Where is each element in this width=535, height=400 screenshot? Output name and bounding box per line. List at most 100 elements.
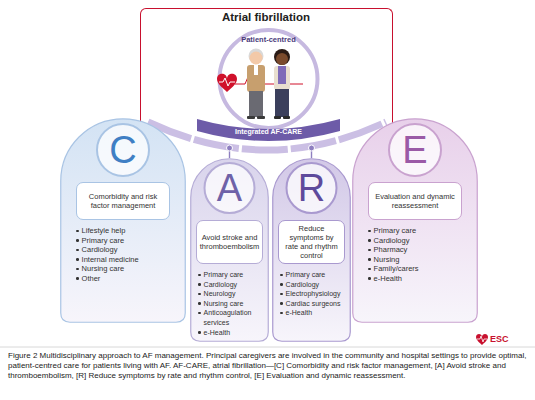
item-text: Lifestyle help: [82, 226, 126, 236]
bullet: [198, 293, 201, 296]
bullet: [368, 277, 371, 280]
bullet: [368, 268, 371, 271]
bullet: [198, 274, 201, 277]
list-item: Primary care: [368, 226, 470, 236]
item-text: Primary care: [374, 226, 417, 236]
heading-node: Comorbidity and risk factor management: [76, 182, 170, 220]
pillar-letter: A: [190, 166, 269, 210]
item-text: Neurology: [204, 289, 236, 299]
bullet: [76, 239, 79, 242]
list-item: e-Health: [368, 274, 470, 284]
item-list: Primary careCardiologyNeurologyNursing c…: [198, 270, 266, 337]
item-text: Nursing care: [82, 264, 125, 274]
item-text: Primary care: [286, 270, 326, 280]
bullet: [368, 258, 371, 261]
logo-label: ESC: [490, 334, 509, 344]
list-item: Cardiology: [280, 280, 348, 290]
list-item: Electrophysiology: [280, 289, 348, 299]
list-item: Lifestyle help: [76, 226, 178, 236]
bullet: [368, 239, 371, 242]
item-text: Cardiac surgeons: [286, 299, 341, 309]
heading-node: Evaluation and dynamic reassessment: [368, 182, 462, 220]
item-text: Anticoagulation services: [204, 308, 266, 327]
bullet: [280, 302, 283, 305]
item-text: Family/carers: [374, 264, 419, 274]
connector-dot: [227, 145, 233, 151]
pillar-node: A Primary careCardiologyNeurologyNursing …: [190, 158, 269, 342]
heading-node: Avoid stroke and thromboembolism: [196, 220, 263, 264]
bullet: [280, 293, 283, 296]
connector-line: [311, 145, 312, 158]
frame-title: Atrial fibrillation: [141, 11, 391, 23]
item-text: e-Health: [286, 308, 312, 318]
bullet: [198, 312, 201, 315]
list-item: Neurology: [198, 289, 266, 299]
pillar-heading: Avoid stroke and thromboembolism: [200, 233, 260, 251]
pillar-node: R Primary careCardiologyElectrophysiology…: [272, 158, 351, 342]
list-item: Cardiology: [76, 245, 178, 255]
list-item: Cardiology: [368, 236, 470, 246]
pillar-node: C Lifestyle helpPrimary careCardiologyInt…: [60, 118, 186, 323]
pillar-node: E Primary careCardiologyPharmacyNursingFa…: [352, 118, 478, 323]
list-item: Primary care: [76, 236, 178, 246]
frame-node: Atrial fibrillationPatient-centredIntegr…: [140, 8, 393, 138]
esc-heart-logo: [476, 334, 488, 345]
circle-node: Patient-centredIntegrated AF-CARE: [191, 27, 346, 145]
circle-heading: Patient-centred: [191, 35, 346, 44]
item-text: Nursing: [374, 255, 400, 265]
item-text: e-Health: [374, 274, 402, 284]
list-item: Nursing care: [198, 299, 266, 309]
item-list: Primary careCardiologyPharmacyNursingFam…: [368, 226, 470, 284]
item-text: Primary care: [82, 236, 125, 246]
list-item: Family/carers: [368, 264, 470, 274]
bullet: [368, 230, 371, 233]
list-item: Cardiology: [198, 280, 266, 290]
band-label: Integrated AF-CARE: [191, 128, 346, 135]
connector-line: [229, 145, 230, 158]
item-text: Cardiology: [82, 245, 118, 255]
bullet: [368, 249, 371, 252]
bullet: [76, 249, 79, 252]
item-text: Electrophysiology: [286, 289, 341, 299]
pillar-letter: R: [272, 166, 351, 210]
item-text: Cardiology: [286, 280, 319, 290]
bullet: [76, 230, 79, 233]
list-item: Internal medicine: [76, 255, 178, 265]
item-text: Nursing care: [204, 299, 244, 309]
item-text: Internal medicine: [82, 255, 139, 265]
connector-dot: [309, 145, 315, 151]
caption-rule: [0, 347, 535, 348]
item-list: Lifestyle helpPrimary careCardiologyInte…: [76, 226, 178, 284]
list-item: Primary care: [198, 270, 266, 280]
list-item: Primary care: [280, 270, 348, 280]
list-item: Pharmacy: [368, 245, 470, 255]
bullet: [76, 258, 79, 261]
item-text: Cardiology: [204, 280, 237, 290]
pillar-letter: C: [60, 128, 186, 172]
patient-circle: [191, 27, 346, 145]
list-item: Cardiac surgeons: [280, 299, 348, 309]
bullet: [76, 277, 79, 280]
bullet: [198, 283, 201, 286]
pillar-letter: E: [352, 128, 478, 172]
list-item: Nursing care: [76, 264, 178, 274]
bullet: [280, 274, 283, 277]
item-text: Pharmacy: [374, 245, 408, 255]
list-item: e-Health: [198, 328, 266, 338]
pillar-heading: Comorbidity and risk factor management: [80, 192, 166, 210]
list-item: e-Health: [280, 308, 348, 318]
item-text: Other: [82, 274, 101, 284]
bullet: [76, 268, 79, 271]
item-text: e-Health: [204, 328, 230, 338]
item-list: Primary careCardiologyElectrophysiologyC…: [280, 270, 348, 318]
pillar-heading: Reduce symptoms by rate and rhythm contr…: [282, 224, 341, 260]
list-item: Nursing: [368, 255, 470, 265]
list-item: Other: [76, 274, 178, 284]
bullet: [198, 331, 201, 334]
bullet: [280, 283, 283, 286]
bullet: [198, 302, 201, 305]
pillar-heading: Evaluation and dynamic reassessment: [372, 192, 458, 210]
heading-node: Reduce symptoms by rate and rhythm contr…: [278, 220, 345, 264]
